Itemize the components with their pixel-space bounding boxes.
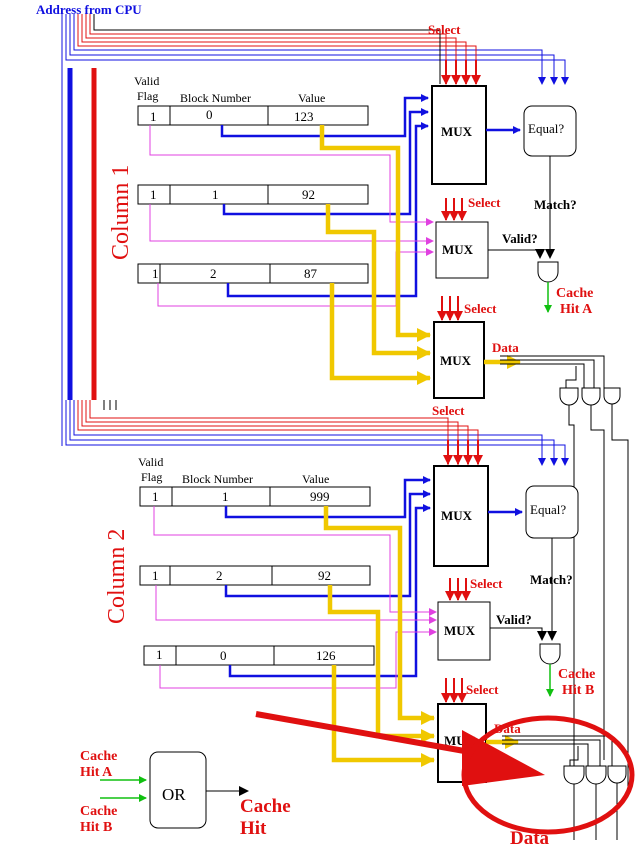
- column1-valid-q-label: Valid?: [502, 231, 538, 246]
- column2-row2-block: 2: [216, 568, 223, 583]
- column1-match-label: Match?: [534, 197, 577, 212]
- column2-flag-header: Flag: [141, 470, 162, 484]
- column1-select-arrows: [441, 60, 481, 85]
- column1-flag-header: Flag: [137, 89, 158, 103]
- or-output-line1: Cache: [240, 796, 291, 817]
- column2-row3-block: 0: [220, 648, 227, 663]
- column2-select-label-2: Select: [470, 576, 503, 591]
- or-input-b-line2: Hit B: [80, 820, 112, 835]
- column2-valid-header: Valid: [138, 455, 163, 469]
- column1-equal-label: Equal?: [528, 121, 564, 136]
- column2-valid-lines: [153, 506, 437, 689]
- column1-title: Column 1: [108, 165, 134, 260]
- column1-block-number-header: Block Number: [180, 91, 251, 105]
- column1-data-bus: [500, 355, 605, 388]
- column2-table: [139, 486, 375, 666]
- column1-row3-block: 2: [210, 266, 217, 281]
- column2-value-lines: [323, 506, 435, 767]
- column2-row1-valid: 1: [152, 489, 159, 504]
- column1-row3-valid: 1: [152, 266, 159, 281]
- column2-block-mux: [433, 465, 489, 567]
- column1-row: 1 0 123 1 1 92 1 2 87: [150, 107, 318, 281]
- column2-row2-valid: 1: [152, 568, 159, 583]
- column1-block-lines: [220, 94, 429, 298]
- column1-row1-block: 0: [206, 107, 213, 122]
- or-gate-label: OR: [162, 785, 186, 804]
- column2-cache-hit-line1: Cache: [558, 667, 595, 682]
- column2-value-header: Value: [302, 472, 329, 486]
- column2-select-label-3: Select: [466, 682, 499, 697]
- column1-row2-valid: 1: [150, 187, 157, 202]
- column1-row1-valid: 1: [150, 109, 157, 124]
- column2-row2-value: 92: [318, 568, 331, 583]
- column2-block-lines: [224, 476, 431, 678]
- column2-title: Column 2: [104, 529, 130, 624]
- column1-block-mux-label: MUX: [441, 124, 473, 139]
- column2-row1-block: 1: [222, 489, 229, 504]
- data-output-highlight: [461, 715, 635, 835]
- column1-valid-mux-label: MUX: [442, 242, 474, 257]
- column2-valid-mux: [437, 601, 491, 661]
- column1-valid-header: Valid: [134, 74, 159, 88]
- column2-block-mux-label: MUX: [441, 508, 473, 523]
- or-input-b-line1: Cache: [80, 804, 117, 819]
- column2-output-gates: [563, 765, 627, 785]
- column1-row3-value: 87: [304, 266, 318, 281]
- column1-output-gates: [559, 387, 621, 406]
- column2-row3-valid: 1: [156, 647, 163, 662]
- column1-select-label-2: Select: [468, 195, 501, 210]
- column1-select-label-1: Select: [428, 22, 461, 37]
- column2-row3-value: 126: [316, 648, 336, 663]
- column1-data-mux: [433, 321, 485, 399]
- column2-row1-value: 999: [310, 489, 330, 504]
- column1-row2-block: 1: [212, 187, 219, 202]
- or-input-a-line2: Hit A: [80, 765, 113, 780]
- column2-row: 1 1 999 1 2 92 1 0 126: [152, 489, 336, 663]
- column1-row2-value: 92: [302, 187, 315, 202]
- data-output-label: Data: [510, 828, 550, 848]
- or-gate: [149, 751, 207, 829]
- column2-cache-hit-line2: Hit B: [562, 683, 594, 698]
- column2-match-label: Match?: [530, 572, 573, 587]
- or-input-a-line1: Cache: [80, 749, 117, 764]
- column1-data-label: Data: [492, 340, 519, 355]
- column2-block-number-header: Block Number: [182, 472, 253, 486]
- column1-data-mux-label: MUX: [440, 353, 472, 368]
- column1-value-lines: [319, 125, 431, 385]
- column1-cache-hit-line1: Cache: [556, 286, 593, 301]
- column1-valid-lines: [149, 125, 434, 307]
- column1-cache-hit-line2: Hit A: [560, 302, 593, 317]
- column1-table: [137, 105, 369, 284]
- address-bus: [61, 14, 569, 466]
- annotation-arrow: [255, 711, 545, 786]
- column2-select-label-1: Select: [432, 403, 465, 418]
- column1-block-mux: [431, 85, 487, 185]
- column1-row1-value: 123: [294, 109, 314, 124]
- column1-and-gate: [537, 261, 559, 283]
- column2-equal-label: Equal?: [530, 502, 566, 517]
- column1-value-header: Value: [298, 91, 325, 105]
- column2-valid-q-label: Valid?: [496, 612, 532, 627]
- column2-and-gate: [539, 643, 561, 665]
- column1-select-label-3: Select: [464, 301, 497, 316]
- column2-valid-mux-label: MUX: [444, 623, 476, 638]
- or-output-line2: Hit: [240, 818, 267, 839]
- address-from-cpu-label: Address from CPU: [36, 2, 142, 17]
